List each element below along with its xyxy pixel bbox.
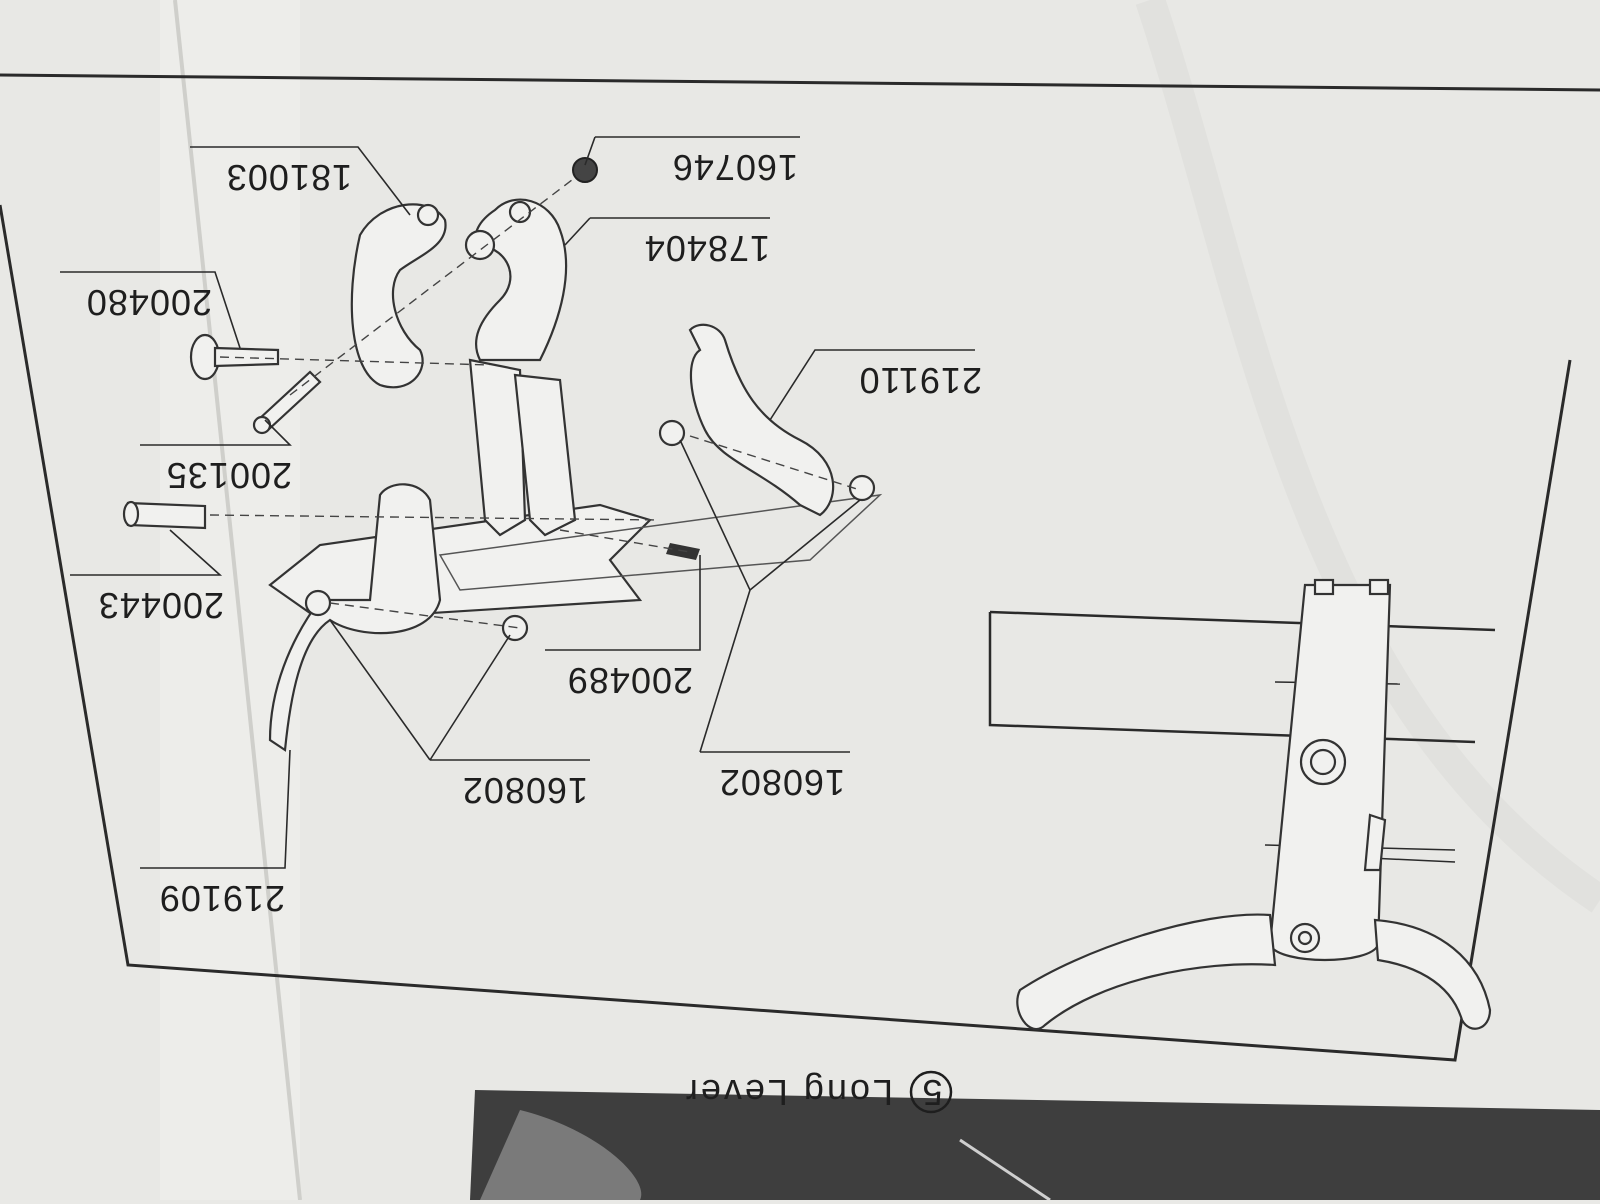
base-plate-edge: [438, 493, 883, 591]
clamp-hole-c: [464, 229, 496, 261]
paper-crease: [173, 0, 302, 1201]
photo-strip: [470, 1090, 1600, 1200]
section-title: Long Lever: [683, 1072, 893, 1113]
lever-arm-left: [268, 483, 442, 752]
top-rule-line: [0, 73, 1600, 92]
part-label-200443: 200443: [98, 585, 224, 626]
part-label-181003: 181003: [226, 157, 352, 198]
clamp-181003: [350, 203, 447, 389]
assembled-lever-right: [1373, 918, 1492, 1030]
assembly-line-1: [219, 356, 491, 366]
part-label-160802-right: 160802: [719, 762, 845, 803]
washer-160802-d: [848, 474, 876, 502]
section-number: 5: [919, 1072, 942, 1113]
diagram-frame: [0, 204, 1572, 1062]
assembly-line-4: [329, 602, 521, 629]
part-label-200480: 200480: [86, 282, 212, 323]
assembled-lever-left: [1016, 913, 1277, 1031]
pin-200443: [126, 501, 207, 530]
part-label-160746: 160746: [672, 147, 798, 188]
photo-highlight: [480, 1110, 642, 1200]
paper-fold-highlight: [160, 0, 300, 1200]
part-label-200489: 200489: [567, 660, 693, 701]
part-number-labels: 181003 160746 178404 200480 219110 20013…: [86, 147, 982, 919]
assembled-view-drawing: [988, 578, 1496, 1031]
assembly-line-2: [289, 169, 586, 396]
nut-160746: [572, 157, 598, 183]
leader-lines: [60, 136, 975, 869]
bolt-shaft-200480: [213, 346, 280, 368]
section-number-circle: [909, 1070, 953, 1114]
photo-detail: [959, 1138, 1051, 1202]
part-label-219110: 219110: [859, 360, 982, 401]
exploded-lever-drawing: [122, 157, 883, 752]
part-label-178404: 178404: [644, 228, 770, 269]
part-label-160802-left: 160802: [462, 770, 588, 811]
upright-bar-b: [513, 373, 577, 537]
part-label-219109: 219109: [159, 878, 285, 919]
lever-right-219110: [688, 323, 835, 517]
pin-end-200443: [122, 500, 140, 528]
clamp-hole-a: [416, 203, 440, 227]
paper-wrinkle: [1135, 0, 1600, 913]
assembled-bolt-inner: [1309, 748, 1337, 776]
part-label-200135: 200135: [166, 455, 292, 496]
assembly-line-6: [559, 529, 691, 553]
screw-head-200135: [252, 415, 272, 435]
section-caption: 5 Long Lever: [683, 1070, 953, 1114]
assembly-line-3: [209, 514, 661, 521]
upright-bar-a: [468, 358, 527, 537]
washer-160802-a: [304, 589, 332, 617]
washer-160802-c: [658, 419, 686, 447]
